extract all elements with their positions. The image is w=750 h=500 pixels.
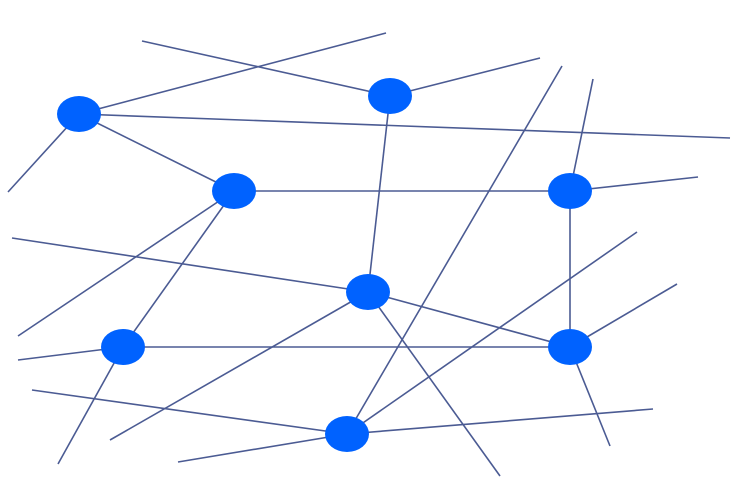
edge-line xyxy=(109,291,369,441)
edge-line xyxy=(346,408,654,435)
edge-line xyxy=(78,32,387,115)
edge-line xyxy=(141,40,391,97)
edge-line xyxy=(367,291,501,477)
edge-line xyxy=(177,433,348,463)
edge-line xyxy=(78,113,731,139)
network-node-n6 xyxy=(101,329,145,365)
edge-line xyxy=(122,190,235,348)
edge-line xyxy=(367,291,571,348)
edge-line xyxy=(11,237,369,293)
edge-line xyxy=(17,190,235,337)
edge-line xyxy=(346,65,563,435)
edge-line xyxy=(78,113,235,192)
network-node-n1 xyxy=(57,96,101,132)
network-node-n4 xyxy=(548,173,592,209)
edge-line xyxy=(569,78,594,192)
network-node-n3 xyxy=(212,173,256,209)
edge-line xyxy=(346,231,638,435)
edge-line xyxy=(367,95,391,293)
edge-line xyxy=(389,57,541,97)
edge-line xyxy=(57,346,124,465)
network-node-n7 xyxy=(548,329,592,365)
network-node-n5 xyxy=(346,274,390,310)
edge-line xyxy=(31,389,348,435)
network-node-n2 xyxy=(368,78,412,114)
network-node-n8 xyxy=(325,416,369,452)
